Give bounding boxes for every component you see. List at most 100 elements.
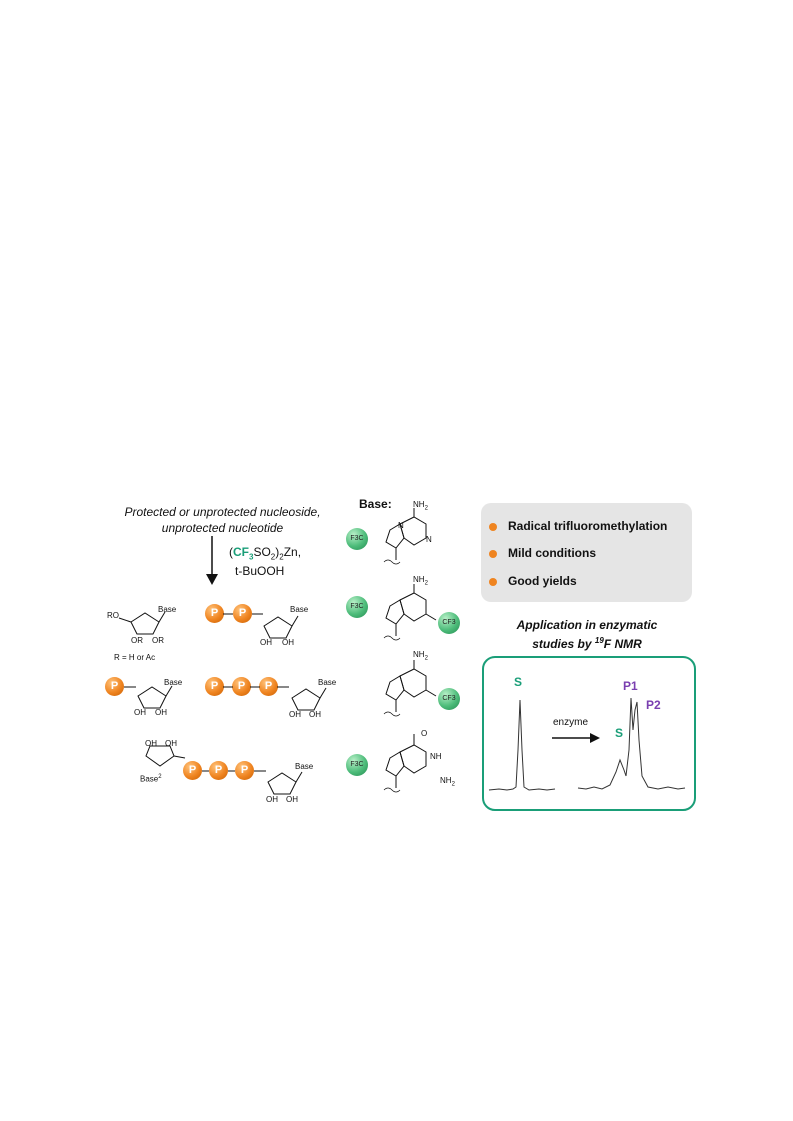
phosphate-ball-5: P	[232, 677, 251, 696]
base-label-3: Base	[164, 678, 183, 687]
sugar-ring-5	[145, 745, 186, 767]
cf3-label: CF	[233, 545, 249, 559]
feature-item-3: Good yields	[489, 574, 577, 588]
application-caption: Application in enzymatic studies by 19F …	[481, 617, 693, 652]
paren: (	[229, 545, 233, 559]
base-label-5: Base	[295, 762, 314, 771]
bases-title: Base:	[359, 497, 392, 511]
r-note: R = H or Ac	[114, 653, 156, 662]
oh-label-10: OH	[286, 795, 298, 804]
oh-label-1: OH	[260, 638, 272, 647]
purine-ring-1	[383, 508, 427, 565]
reaction-arrow	[206, 536, 218, 585]
nh2-label-2: NH2	[413, 575, 428, 587]
phosphate-ball-6: P	[259, 677, 278, 696]
f3c-ball-1: F3C	[346, 528, 368, 550]
bullet-dot-3	[489, 577, 497, 586]
n-label-1a: N	[398, 521, 404, 530]
cf3-sub: 3	[249, 552, 254, 562]
nh-label: NH	[430, 752, 442, 761]
s-label-right: S	[615, 726, 624, 740]
bullet-dot-2	[489, 549, 497, 558]
caption-line-1: Protected or unprotected nucleoside,	[124, 505, 321, 519]
base2-sup: 2	[158, 774, 162, 780]
oh-label-4: OH	[155, 708, 167, 717]
link-dinucleotide	[202, 770, 266, 772]
base-label-2: Base	[290, 605, 309, 614]
nh2-text-3: NH	[413, 650, 425, 659]
purine-ring-3	[383, 660, 437, 717]
zn-sub: 2	[279, 552, 284, 562]
application-line-2b: F NMR	[603, 637, 642, 651]
nh2-sub-4: 2	[451, 781, 455, 788]
nh2-label-3: NH2	[413, 650, 428, 662]
enzyme-arrow	[552, 733, 600, 743]
application-sup: 19	[594, 636, 604, 645]
link-mono	[124, 686, 136, 688]
application-line-2: studies by 19F NMR	[481, 633, 693, 652]
s-label-left: S	[514, 675, 523, 689]
oh-label-2: OH	[282, 638, 294, 647]
oh-label-8: OH	[165, 739, 177, 748]
sugar-ring-2	[263, 615, 299, 639]
feature-label-1: Radical trifluoromethylation	[508, 519, 668, 533]
application-line-2a: studies by	[532, 637, 595, 651]
or-label-2: OR	[152, 636, 164, 645]
application-line-1: Application in enzymatic	[516, 618, 658, 632]
or-label-1: OR	[131, 636, 143, 645]
n-label-1b: N	[426, 535, 432, 544]
base2-text: Base	[140, 774, 159, 784]
oh-label-9: OH	[266, 795, 278, 804]
feature-label-3: Good yields	[508, 574, 577, 588]
feature-item-1: Radical trifluoromethylation	[489, 519, 667, 533]
nh2-text-1: NH	[413, 500, 425, 509]
base-label-4: Base	[318, 678, 337, 687]
phosphate-ball-8: P	[209, 761, 228, 780]
nh2-label-4: NH2	[440, 776, 455, 788]
nmr-spectrum-right	[577, 697, 686, 790]
reagent-line-2: t-BuOOH	[235, 564, 285, 579]
zn-label: Zn,	[283, 545, 302, 559]
nh2-sub-1: 2	[424, 505, 428, 512]
sugar-ring-4	[291, 687, 327, 711]
nh2-sub-3: 2	[424, 655, 428, 662]
nmr-box	[482, 656, 696, 811]
feature-item-2: Mild conditions	[489, 546, 596, 560]
phosphate-ball-4: P	[205, 677, 224, 696]
cf3-ball-3: CF3	[438, 688, 460, 710]
purine-ring-2	[383, 584, 437, 641]
bullet-dot-1	[489, 522, 497, 531]
oh-label-6: OH	[309, 710, 321, 719]
so2-sub: 2	[270, 552, 276, 562]
oh-label-7: OH	[145, 739, 157, 748]
enzyme-label: enzyme	[553, 717, 589, 728]
so2-label: SO	[253, 545, 271, 559]
reaction-caption: Protected or unprotected nucleoside, unp…	[100, 504, 345, 536]
sugar-ring-6	[267, 771, 303, 795]
p1-label: P1	[623, 679, 638, 693]
link-diphosphate	[223, 613, 263, 615]
features-panel: Radical trifluoromethylation Mild condit…	[481, 503, 692, 602]
oh-label-3: OH	[134, 708, 146, 717]
cf3-ball-2: CF3	[438, 612, 460, 634]
o-label: O	[421, 729, 428, 738]
nh2-label-1: NH2	[413, 500, 428, 512]
base-label-1: Base	[158, 605, 177, 614]
oh-label-5: OH	[289, 710, 301, 719]
close-paren: )	[275, 545, 280, 559]
purine-ring-4	[383, 734, 427, 793]
phosphate-ball-9: P	[235, 761, 254, 780]
caption-line-2: unprotected nucleotide	[161, 521, 284, 535]
f3c-ball-4: F3C	[346, 754, 368, 776]
phosphate-ball-3: P	[105, 677, 124, 696]
phosphate-ball-1: P	[205, 604, 224, 623]
nh2-text-2: NH	[413, 575, 425, 584]
reagent-text: (CF3SO2)2Zn, t-BuOOH	[229, 545, 301, 579]
feature-label-2: Mild conditions	[508, 546, 596, 560]
nh2-text-4: NH	[440, 776, 452, 785]
p2-label: P2	[646, 698, 661, 712]
nh2-sub-2: 2	[424, 580, 428, 587]
nmr-spectrum-left	[488, 699, 556, 791]
reagent-line-1: (CF3SO2)2Zn,	[229, 545, 301, 564]
link-triphosphate	[223, 686, 289, 688]
